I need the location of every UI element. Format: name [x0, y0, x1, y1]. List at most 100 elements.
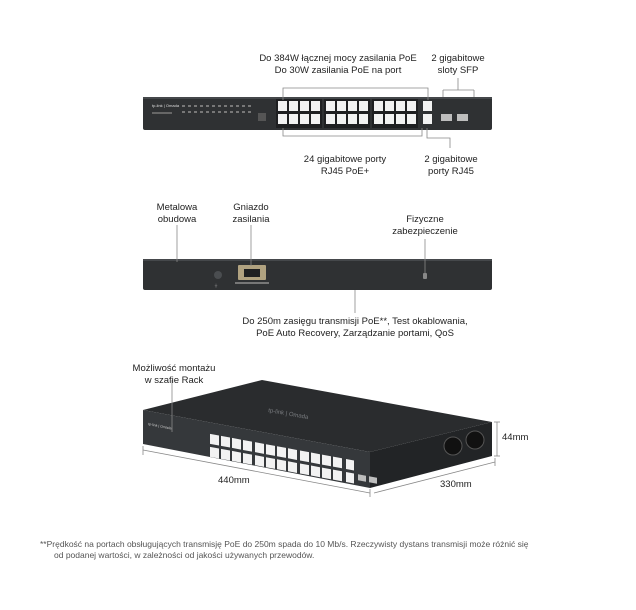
led — [224, 111, 227, 113]
iso-rj45-port — [243, 439, 252, 452]
led — [206, 111, 209, 113]
iso-rj45-port — [255, 455, 264, 467]
led — [224, 105, 227, 107]
ground-screw-icon — [214, 271, 222, 279]
rj45-poe-port — [337, 114, 346, 124]
rj45-port — [423, 114, 432, 124]
front-brand-logo: tp-link | Omada — [152, 103, 180, 108]
led — [182, 105, 185, 107]
led — [188, 105, 191, 107]
led — [236, 105, 239, 107]
rj45-poe-port — [289, 101, 298, 111]
led — [248, 105, 251, 107]
iso-rj45-port — [288, 461, 297, 473]
dimension-width: 440mm — [218, 475, 250, 486]
led — [236, 111, 239, 113]
switch-front-panel: tp-link | Omada — [143, 97, 492, 130]
iso-rj45-port — [311, 465, 320, 478]
rj45-poe-port — [326, 101, 335, 111]
side-fan-2 — [465, 430, 485, 450]
led — [182, 111, 185, 113]
sfp-port — [441, 114, 452, 121]
led — [218, 111, 221, 113]
iso-dimension-lines — [142, 380, 500, 497]
iso-rj45-port — [346, 472, 354, 484]
rj45-poe-port — [359, 101, 368, 111]
led — [230, 105, 233, 107]
led — [200, 111, 203, 113]
led — [194, 111, 197, 113]
rj45-poe-port — [348, 114, 357, 124]
iso-rj45-port — [311, 452, 320, 465]
iso-rj45-port — [322, 467, 331, 480]
iso-sfp-ports — [346, 459, 377, 484]
led — [200, 105, 203, 107]
dimension-depth: 330mm — [440, 479, 472, 490]
led — [188, 111, 191, 113]
led — [230, 111, 233, 113]
mode-button — [258, 113, 266, 121]
iso-rj45-port — [288, 448, 297, 460]
iso-rj45-port — [210, 446, 219, 459]
led — [212, 111, 215, 113]
rj45-poe-port — [326, 114, 335, 124]
dimension-height: 44mm — [502, 432, 529, 443]
front-rj45-sfp-ports — [423, 101, 468, 124]
iso-rj45-port — [243, 452, 252, 465]
rj45-poe-port — [348, 101, 357, 111]
front-led-panel — [182, 105, 266, 121]
front-callout-lines — [282, 78, 475, 148]
iso-rj45-port — [266, 444, 275, 456]
led — [242, 105, 245, 107]
rj45-poe-port — [396, 114, 405, 124]
iso-rj45-port — [333, 456, 342, 469]
iso-rj45-port — [232, 437, 241, 450]
iso-rj45-port — [266, 457, 275, 469]
ground-symbol: ⏚ — [214, 282, 218, 288]
rj45-poe-port — [385, 114, 394, 124]
iso-sfp-port — [358, 474, 366, 482]
iso-rj45-port — [300, 450, 309, 463]
iso-rj45-port — [277, 446, 286, 458]
features-callout: Do 250m zasięgu transmisji PoE**, Test o… — [242, 316, 468, 339]
rj45-poe-port — [278, 101, 287, 111]
iso-rj45-port — [277, 459, 286, 471]
led — [242, 111, 245, 113]
rj45-poe-port — [311, 114, 320, 124]
iso-rj45-port — [221, 435, 230, 448]
svg-text:tp-link | Omada: tp-link | Omada — [148, 422, 172, 430]
rj45-poe-port — [407, 114, 416, 124]
switch-rear-panel: ⏚ — [143, 259, 492, 290]
iso-rj45-port — [210, 433, 219, 446]
kensington-lock-slot — [423, 273, 427, 279]
rj45-poe-port — [359, 114, 368, 124]
iso-rj45-port — [232, 450, 241, 463]
rj45-poe-port — [289, 114, 298, 124]
rj45-poe-port — [300, 114, 309, 124]
iso-rj45-port — [333, 469, 342, 482]
iso-rj45-port — [221, 448, 230, 461]
front-rj45-poe-ports — [276, 99, 418, 128]
led — [206, 105, 209, 107]
rear-callout-lines — [176, 225, 426, 313]
iso-rj45-port — [300, 463, 309, 476]
side-fan-1 — [443, 436, 463, 456]
rj45-poe-port — [278, 114, 287, 124]
iso-rj45-ports — [210, 433, 342, 482]
iso-rj45-port — [322, 454, 331, 467]
rj45-poe-port — [385, 101, 394, 111]
iso-sfp-port — [369, 476, 377, 484]
footnote: **Prędkość na portach obsługujących tran… — [40, 539, 529, 560]
sfp-port — [457, 114, 468, 121]
switch-isometric-view: tp-link | Omada tp-link | Omada — [143, 380, 492, 488]
led — [218, 105, 221, 107]
led — [212, 105, 215, 107]
led — [248, 111, 251, 113]
